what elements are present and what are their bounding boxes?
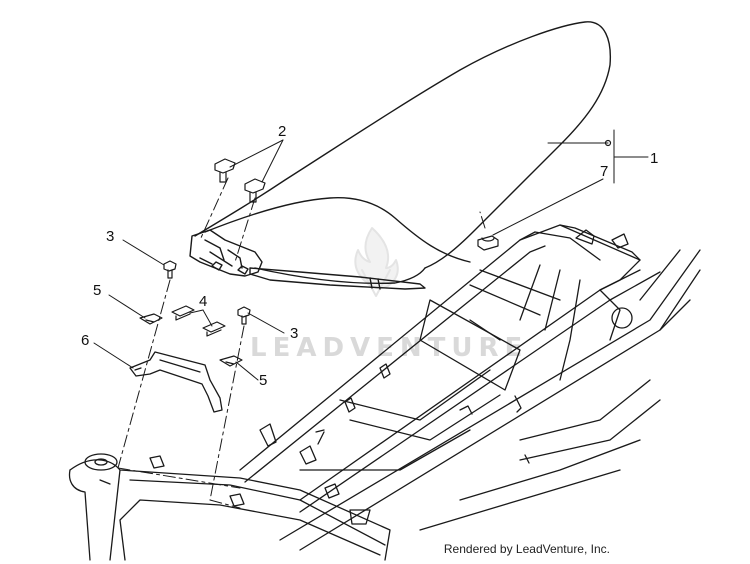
tank-body [68, 453, 391, 561]
callout-3: 3 [106, 228, 115, 245]
callout-5: 5 [259, 372, 268, 389]
seat-marker-icon [604, 139, 612, 147]
grommet-part [477, 235, 499, 251]
callout-5: 5 [93, 282, 102, 299]
callout-4: 4 [199, 293, 208, 310]
callout-3: 3 [290, 325, 299, 342]
bracket-part [129, 351, 223, 413]
callout-6: 6 [81, 332, 90, 349]
seat [189, 21, 612, 290]
callout-1: 1 [650, 150, 659, 167]
frame [239, 224, 701, 551]
screw-part [214, 158, 266, 203]
watermark: LEADVENTURE [250, 333, 529, 363]
bolt-part [163, 260, 251, 325]
clip-part [171, 305, 226, 337]
watermark-logo-icon [354, 227, 399, 297]
render-credit: Rendered by LeadVenture, Inc. [443, 542, 610, 556]
callout-2: 2 [278, 123, 287, 140]
speed-nut-part [139, 313, 243, 367]
callout-7: 7 [600, 163, 609, 180]
assembly-lines [117, 177, 486, 509]
leader-lines [93, 129, 649, 381]
